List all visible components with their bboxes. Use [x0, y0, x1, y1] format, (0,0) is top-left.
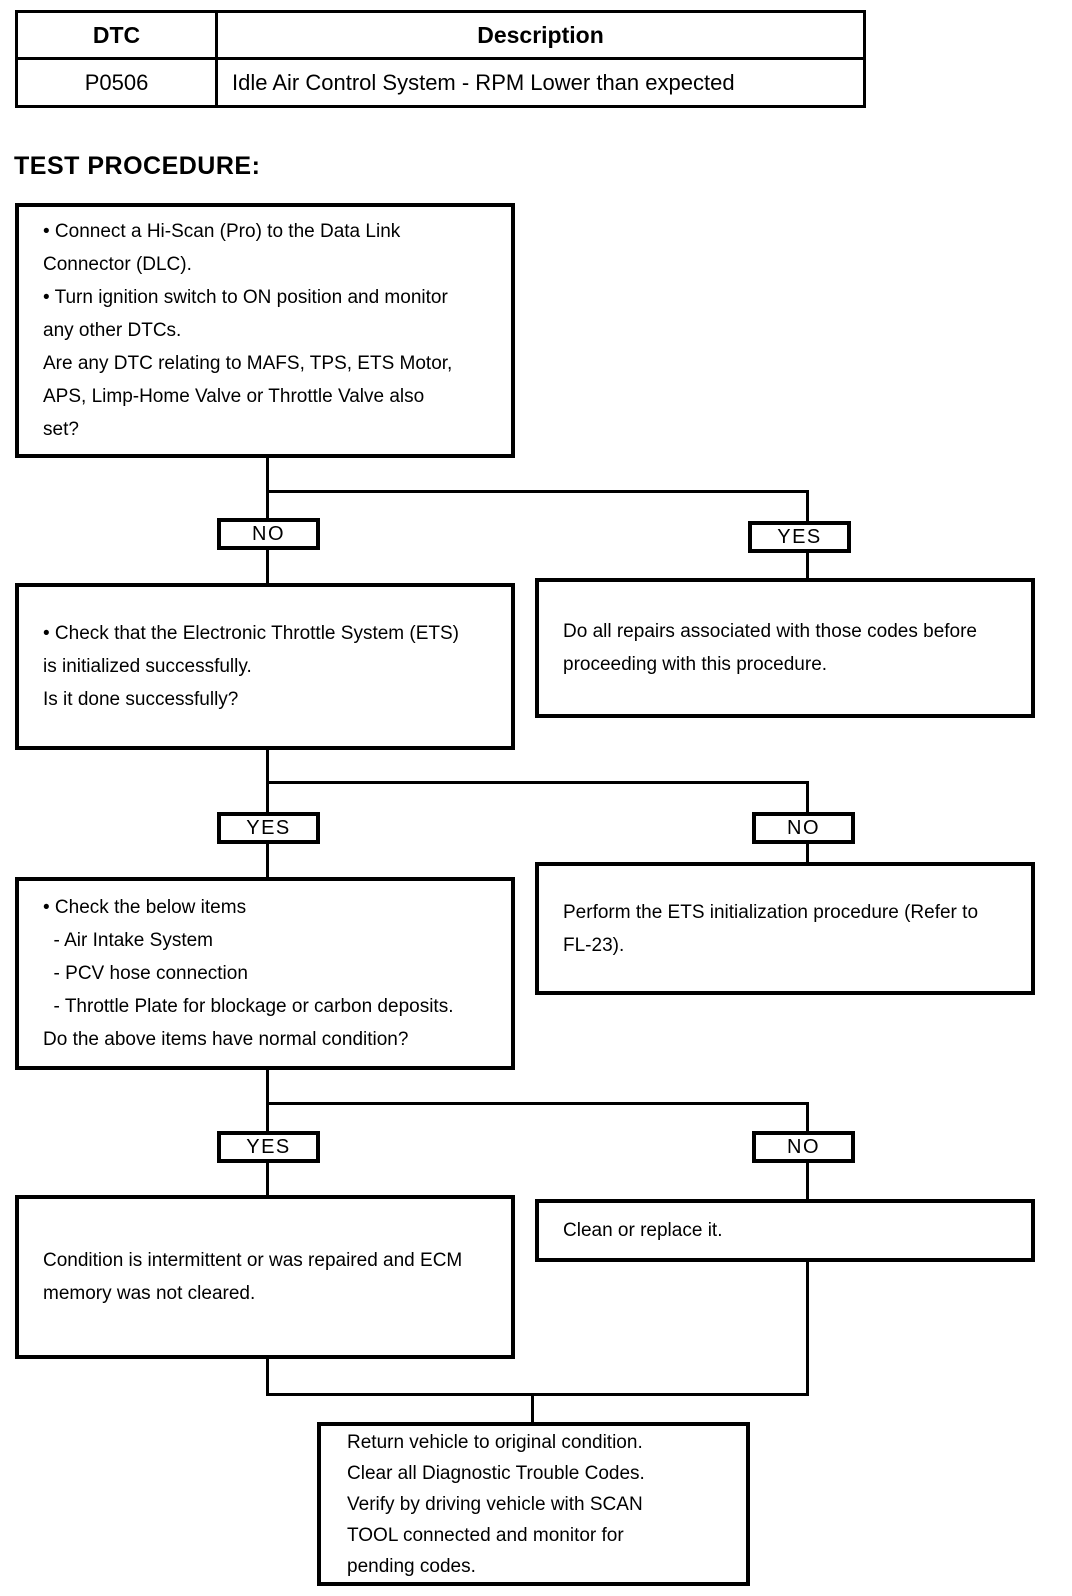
dtc-table-row: P0506 Idle Air Control System - RPM Lowe…: [15, 57, 866, 108]
flow-step-check-below-items: • Check the below items - Air Intake Sys…: [15, 877, 515, 1070]
flow-step-clean-or-replace: Clean or replace it.: [535, 1199, 1035, 1262]
dtc-description-cell: Idle Air Control System - RPM Lower than…: [215, 57, 866, 108]
flow-step-return-vehicle: Return vehicle to original condition. Cl…: [317, 1422, 750, 1586]
connector-line: [266, 1070, 269, 1105]
connector-line: [266, 781, 809, 784]
branch3-yes-label: YES: [217, 1131, 320, 1163]
connector-line: [266, 750, 269, 784]
dtc-column-header: DTC: [15, 10, 218, 60]
connector-line: [806, 1262, 809, 1396]
flow-step-do-all-repairs: Do all repairs associated with those cod…: [535, 578, 1035, 718]
test-procedure-heading: TEST PROCEDURE:: [14, 152, 261, 180]
connector-line: [531, 1396, 534, 1424]
description-column-header: Description: [215, 10, 866, 60]
branch3-no-label: NO: [752, 1131, 855, 1163]
connector-line: [266, 458, 269, 493]
branch2-no-label: NO: [752, 812, 855, 844]
branch1-yes-label: YES: [748, 521, 851, 553]
branch2-yes-label: YES: [217, 812, 320, 844]
connector-line: [266, 490, 809, 493]
flow-step-condition-intermittent: Condition is intermittent or was repaire…: [15, 1195, 515, 1359]
connector-line: [266, 1102, 809, 1105]
branch1-no-label: NO: [217, 518, 320, 550]
dtc-code-cell: P0506: [15, 57, 218, 108]
connector-line: [266, 1359, 269, 1396]
connector-line: [266, 1393, 809, 1396]
flow-step-perform-ets-initialization: Perform the ETS initialization procedure…: [535, 862, 1035, 995]
flow-step-check-ets-initialized: • Check that the Electronic Throttle Sys…: [15, 583, 515, 750]
dtc-table-header-row: DTC Description: [15, 10, 866, 60]
dtc-table: DTC Description P0506 Idle Air Control S…: [15, 10, 866, 108]
flow-step-connect-scan-tool: • Connect a Hi-Scan (Pro) to the Data Li…: [15, 203, 515, 458]
